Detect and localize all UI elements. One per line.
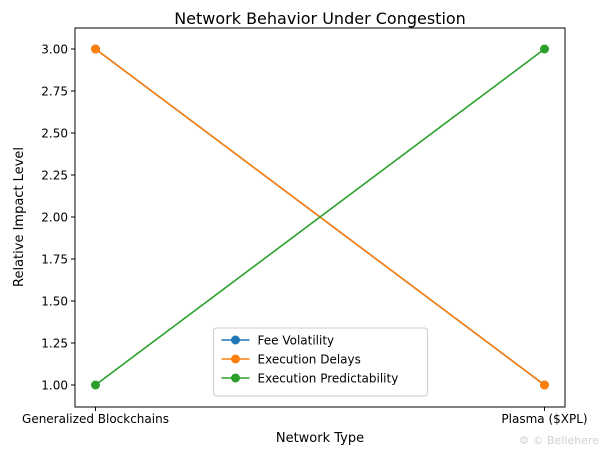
axes: 1.00 1.25 1.50 1.75 2.00 2.25 2.50 2.75 3.00Gene… xyxy=(22,27,588,426)
y-tick-label: 1.75 xyxy=(41,253,68,267)
data-point xyxy=(540,380,549,390)
legend-item: Execution Predictability xyxy=(221,372,399,386)
x-tick-label: Generalized Blockchains xyxy=(22,412,169,426)
y-tick-label: 2.00 xyxy=(41,211,68,225)
series-execution-predictability xyxy=(91,44,549,390)
legend-label: Fee Volatility xyxy=(258,334,335,348)
legend-item: Execution Delays xyxy=(221,353,361,367)
y-tick-label: 2.25 xyxy=(41,169,68,183)
chart-title: Network Behavior Under Congestion xyxy=(174,9,466,28)
y-tick-label: 1.25 xyxy=(41,337,68,351)
x-axis-label: Network Type xyxy=(276,431,364,446)
series-line xyxy=(95,48,545,386)
y-tick-label: 2.50 xyxy=(41,127,68,141)
y-tick-label: 2.75 xyxy=(41,85,68,99)
watermark-text: Bellehere xyxy=(547,434,599,447)
y-axis-label: Relative Impact Level xyxy=(12,147,27,287)
watermark-icon: ⚙ © xyxy=(519,434,548,447)
legend-marker xyxy=(231,354,240,364)
legend-marker xyxy=(231,335,240,345)
data-point xyxy=(91,380,100,390)
data-point xyxy=(91,44,100,54)
legend-marker xyxy=(231,373,240,383)
y-tick-label: 3.00 xyxy=(41,43,68,57)
y-tick-label: 1.00 xyxy=(41,379,68,393)
x-tick-label: Plasma ($XPL) xyxy=(501,412,587,426)
series-layer xyxy=(91,44,549,390)
data-point xyxy=(540,44,549,54)
legend-label: Execution Predictability xyxy=(258,372,399,386)
watermark: ⚙ © Bellehere xyxy=(519,434,599,447)
legend-label: Execution Delays xyxy=(258,353,361,367)
y-tick-label: 1.50 xyxy=(41,295,68,309)
legend-box xyxy=(213,327,428,397)
legend-item: Fee Volatility xyxy=(221,334,335,348)
